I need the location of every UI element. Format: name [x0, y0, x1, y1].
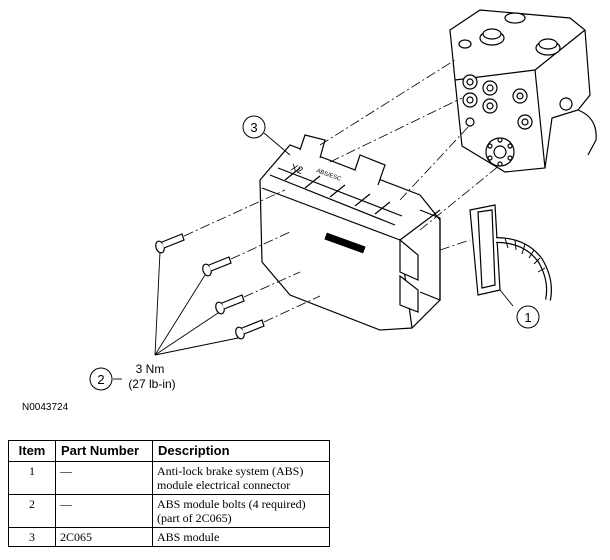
- exploded-view-diagram: X2 ABS/ESC: [89, 9, 597, 391]
- callout-1-label: 1: [524, 310, 531, 325]
- bolt: [235, 319, 265, 340]
- row-part-number: 2C065: [55, 527, 153, 547]
- abs-module: [259, 134, 441, 331]
- callout-1: 1: [516, 305, 540, 329]
- header-item: Item: [8, 440, 56, 462]
- leader-lines: [113, 132, 514, 380]
- bolt: [202, 256, 232, 277]
- torque-value: 3 Nm: [136, 362, 165, 376]
- row-description: Anti-lock brake system (ABS) module elec…: [152, 461, 330, 495]
- hydraulic-control-unit: [449, 9, 597, 173]
- torque-imperial: (27 lb-in): [128, 377, 175, 391]
- callout-3: 3: [242, 115, 266, 139]
- header-description: Description: [152, 440, 330, 462]
- alignment-lines: [183, 59, 501, 323]
- module-marking-x2: X2: [289, 162, 305, 177]
- table-header-row: Item Part Number Description: [8, 440, 330, 462]
- callout-2-label: 2: [97, 372, 104, 387]
- row-item: 2: [8, 494, 56, 528]
- row-part-number: —: [55, 461, 153, 495]
- callout-2: 2: [89, 367, 113, 391]
- callout-3-label: 3: [250, 120, 257, 135]
- bolt: [215, 294, 245, 315]
- row-item: 3: [8, 527, 56, 547]
- row-part-number: —: [55, 494, 153, 528]
- row-item: 1: [8, 461, 56, 495]
- module-bolts: [155, 233, 265, 340]
- figure-id: N0043724: [22, 402, 69, 413]
- parts-table: Item Part Number Description 1 — Anti-lo…: [8, 440, 330, 547]
- electrical-connector: [469, 204, 552, 301]
- row-description: ABS module: [152, 527, 330, 547]
- header-part-number: Part Number: [55, 440, 153, 462]
- table-row: 2 — ABS module bolts (4 required) (part …: [8, 494, 330, 528]
- row-description: ABS module bolts (4 required) (part of 2…: [152, 494, 330, 528]
- table-row: 3 2C065 ABS module: [8, 527, 330, 547]
- table-row: 1 — Anti-lock brake system (ABS) module …: [8, 461, 330, 495]
- bolt: [155, 233, 185, 254]
